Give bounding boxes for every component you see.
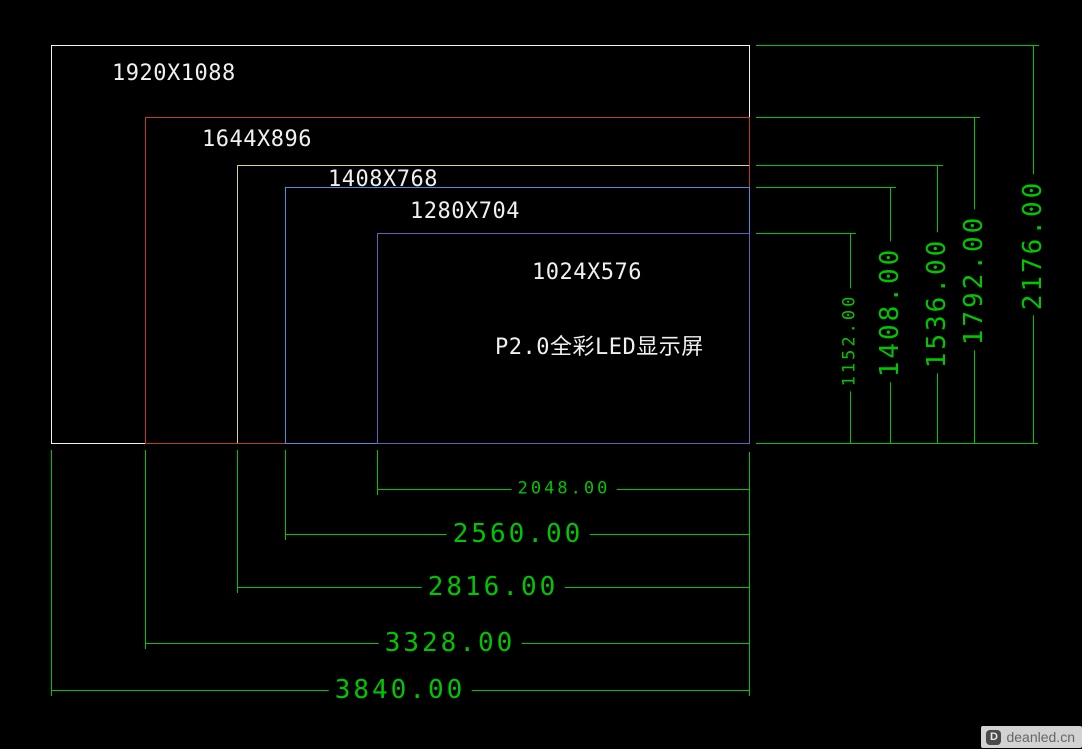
dimension-baseline-vertical xyxy=(749,452,750,696)
dimension-value: 1408.00 xyxy=(875,241,905,383)
dimension-value: 3840.00 xyxy=(328,676,472,704)
dimension-value: 2560.00 xyxy=(446,520,590,548)
dimension-value: 1536.00 xyxy=(922,232,952,374)
dimension-baseline-horizontal xyxy=(756,443,1038,444)
screen-size-label: 1024X576 xyxy=(532,260,642,285)
dimension-value: 1792.00 xyxy=(959,209,989,351)
screen-size-label: 1408X768 xyxy=(328,167,438,192)
dimension-extension-line xyxy=(756,45,1039,46)
dimension-value: 2816.00 xyxy=(421,573,565,601)
deanled-logo-icon: D xyxy=(986,729,1002,745)
dimension-extension-line xyxy=(285,450,286,540)
dimension-extension-line xyxy=(145,450,146,649)
dimension-value: 3328.00 xyxy=(378,629,522,657)
screen-size-label: 1644X896 xyxy=(202,127,312,152)
dimension-value: 2176.00 xyxy=(1018,174,1048,316)
screen-size-label: 1280X704 xyxy=(410,199,520,224)
dimension-extension-line xyxy=(756,187,896,188)
dimension-extension-line xyxy=(756,165,943,166)
dimension-value: 2048.00 xyxy=(511,479,617,499)
watermark-text: deanled.cn xyxy=(1006,729,1075,745)
dimension-extension-line xyxy=(377,450,378,495)
dimension-extension-line xyxy=(756,233,856,234)
dimension-extension-line xyxy=(756,117,980,118)
screen-outline-1024x576 xyxy=(377,233,750,444)
dimension-extension-line xyxy=(51,450,52,696)
dimension-extension-line xyxy=(237,450,238,593)
dimension-value: 1152.00 xyxy=(840,288,860,392)
screen-size-label: 1920X1088 xyxy=(112,61,236,86)
product-name-label: P2.0全彩LED显示屏 xyxy=(495,335,704,360)
watermark-badge: D deanled.cn xyxy=(981,726,1082,748)
